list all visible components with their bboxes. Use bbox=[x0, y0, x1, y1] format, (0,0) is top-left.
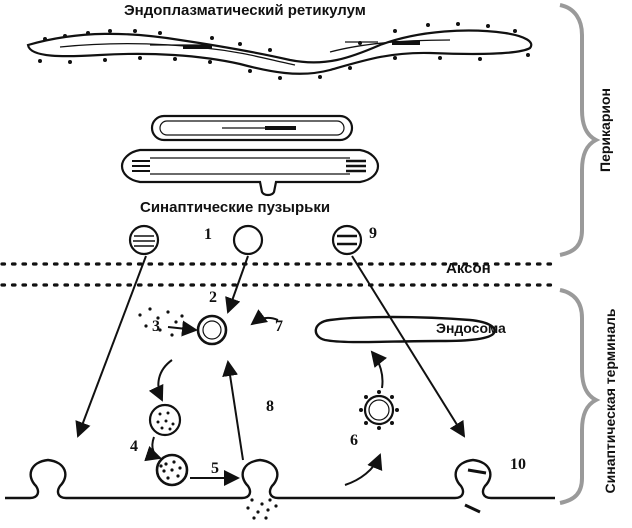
filled-vesicle-lower bbox=[155, 453, 189, 487]
step-3: 3 bbox=[152, 318, 160, 335]
perikaryon-label: Перикарион bbox=[597, 88, 613, 172]
vesicle-with-stripes-right bbox=[331, 224, 363, 256]
sorting-vesicle bbox=[196, 314, 228, 346]
vesicles-title: Синаптические пузырьки bbox=[140, 199, 331, 216]
step-9: 9 bbox=[369, 225, 377, 242]
filled-vesicle-upper bbox=[148, 403, 182, 437]
vesicle-with-stripes-left bbox=[128, 224, 160, 256]
step-7: 7 bbox=[275, 318, 283, 335]
cistern-lower bbox=[120, 148, 380, 197]
axon-title: Аксон bbox=[446, 260, 491, 277]
step-10: 10 bbox=[510, 456, 526, 473]
arrow-2 bbox=[225, 255, 249, 314]
vesicle-empty bbox=[232, 224, 264, 256]
transmitter-particles-free bbox=[138, 307, 184, 337]
step-1: 1 bbox=[204, 226, 212, 243]
arrow-coated-to-endosome bbox=[370, 350, 387, 389]
brace-perikaryon bbox=[559, 3, 601, 257]
step-2: 2 bbox=[209, 289, 217, 306]
endoplasmic-reticulum bbox=[26, 22, 533, 80]
arrow-3-to-4 bbox=[148, 359, 173, 402]
axon-boundary bbox=[0, 262, 557, 287]
step-4: 4 bbox=[130, 438, 138, 455]
endosome-title: Эндосома bbox=[436, 320, 506, 336]
coated-vesicle bbox=[359, 390, 399, 430]
arrow-left-descent bbox=[75, 255, 147, 438]
arrow-7 bbox=[250, 309, 279, 326]
arrows bbox=[75, 255, 466, 486]
arrow-8 bbox=[222, 360, 244, 461]
endosome bbox=[314, 315, 496, 344]
brace-terminal bbox=[559, 288, 601, 505]
terminal-label: Синаптическая терминаль bbox=[602, 308, 618, 494]
step-6: 6 bbox=[350, 432, 358, 449]
arrow-9-descent bbox=[351, 255, 466, 438]
er-title: Эндоплазматический ретикулум bbox=[124, 2, 366, 19]
step-5: 5 bbox=[211, 460, 219, 477]
step-8: 8 bbox=[266, 398, 274, 415]
arrow-4 bbox=[144, 436, 162, 462]
arrow-6 bbox=[344, 453, 383, 486]
released-particles bbox=[246, 498, 278, 520]
cistern-upper bbox=[150, 114, 354, 142]
plasma-membrane bbox=[5, 458, 555, 514]
arrow-3 bbox=[167, 320, 198, 337]
